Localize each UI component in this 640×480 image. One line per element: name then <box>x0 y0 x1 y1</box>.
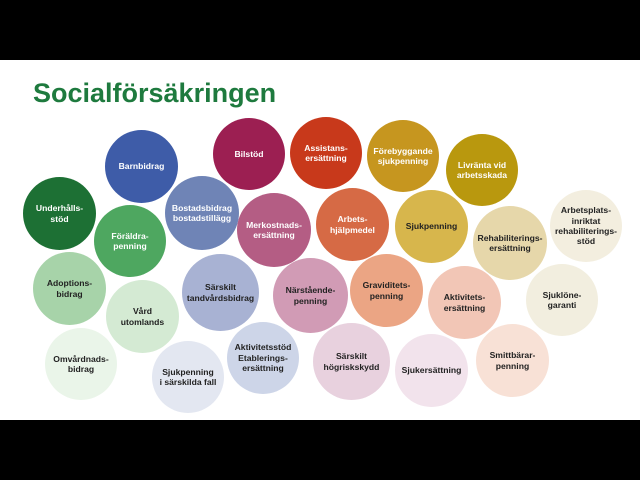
bubble-label: Bilstöd <box>234 148 264 159</box>
bubble-merkostnadsersattning: Merkostnads- ersättning <box>237 193 311 267</box>
bubble-sjukersattning: Sjukersättning <box>395 334 468 407</box>
bubble-smittbararpenning: Smittbärar- penning <box>476 324 549 397</box>
bubble-label: Merkostnads- ersättning <box>246 219 302 240</box>
bubble-label: Omvårdnads- bidrag <box>53 353 109 374</box>
bubble-sjukloneggaranti: Sjuklöne- garanti <box>526 264 598 336</box>
bubble-barnbidrag: Barnbidrag <box>105 130 178 203</box>
bubble-sjukpenning: Sjukpenning <box>395 190 468 263</box>
bubble-label: Sjukpenning i särskilda fall <box>159 366 217 387</box>
bubble-label: Arbetsplats- inriktat rehabiliterings- s… <box>554 205 618 247</box>
bubble-label: Arbets- hjälpmedel <box>330 214 375 235</box>
slide-title: Socialförsäkringen <box>33 78 277 108</box>
bubble-underhallsstod: Underhålls- stöd <box>23 177 96 250</box>
bubble-sarskilt-tandvardsbidrag: Särskilt tandvårdsbidrag <box>182 254 259 331</box>
bubble-label: Sjuklöne- garanti <box>542 289 582 310</box>
bubble-rehabiliteringsersattning: Rehabiliterings- ersättning <box>473 206 547 280</box>
bubble-livranta-vid-arbetsskada: Livränta vid arbetsskada <box>446 134 518 206</box>
bubble-graviditetspenning: Graviditets- penning <box>350 254 423 327</box>
bubble-label: Närstående- penning <box>285 285 336 306</box>
bubble-label: Rehabiliterings- ersättning <box>477 232 543 253</box>
bubble-label: Särskilt tandvårdsbidrag <box>186 282 255 303</box>
bubble-label: Livränta vid arbetsskada <box>456 159 508 180</box>
bubble-label: Bostadsbidrag bostadstillägg <box>171 202 233 223</box>
bubble-label: Särskilt högriskskydd <box>323 351 380 372</box>
bubble-label: Vård utomlands <box>120 306 165 327</box>
bubble-narstaendepenning: Närstående- penning <box>273 258 348 333</box>
bubble-adoptionsbidrag: Adoptions- bidrag <box>33 252 106 325</box>
bubble-label: Sjukersättning <box>401 365 462 376</box>
bubble-omvardnadsbidrag: Omvårdnads- bidrag <box>45 328 117 400</box>
bubble-sjukpenning-i-sarskilda-fall: Sjukpenning i särskilda fall <box>152 341 224 413</box>
bubble-vard-utomlands: Vård utomlands <box>106 280 179 353</box>
bubble-forebyggande-sjukpenning: Förebyggande sjukpenning <box>367 120 439 192</box>
bubble-label: Förebyggande sjukpenning <box>373 145 433 166</box>
bubble-label: Aktivitetsstöd Etablerings- ersättning <box>234 342 292 374</box>
bubble-label: Adoptions- bidrag <box>46 278 93 299</box>
bubble-arbetsplatsinriktat-rehabiliteringsstod: Arbetsplats- inriktat rehabiliterings- s… <box>550 190 622 262</box>
bubble-label: Barnbidrag <box>118 161 165 172</box>
slide: Socialförsäkringen Barnbidrag Bilstöd As… <box>0 60 640 420</box>
bubble-assistansersattning: Assistans- ersättning <box>290 117 362 189</box>
bubble-label: Graviditets- penning <box>362 280 411 301</box>
bubble-label: Aktivitets- ersättning <box>443 292 486 313</box>
bubble-foraldrapenning: Föräldra- penning <box>94 205 166 277</box>
bubble-label: Föräldra- penning <box>111 230 149 251</box>
bubble-label: Underhålls- stöd <box>35 203 84 224</box>
bubble-bilstod: Bilstöd <box>213 118 285 190</box>
bubble-aktivitetsersattning: Aktivitets- ersättning <box>428 266 501 339</box>
bubble-label: Assistans- ersättning <box>304 142 348 163</box>
bubble-label: Smittbärar- penning <box>489 350 536 371</box>
bubble-aktivitetsstod-etableringsersattning: Aktivitetsstöd Etablerings- ersättning <box>227 322 299 394</box>
bubble-sarskilt-hogriskskydd: Särskilt högriskskydd <box>313 323 390 400</box>
bubble-bostadsbidrag: Bostadsbidrag bostadstillägg <box>165 176 239 250</box>
bubble-arbetshjalpmedel: Arbets- hjälpmedel <box>316 188 389 261</box>
bubble-label: Sjukpenning <box>405 221 458 232</box>
